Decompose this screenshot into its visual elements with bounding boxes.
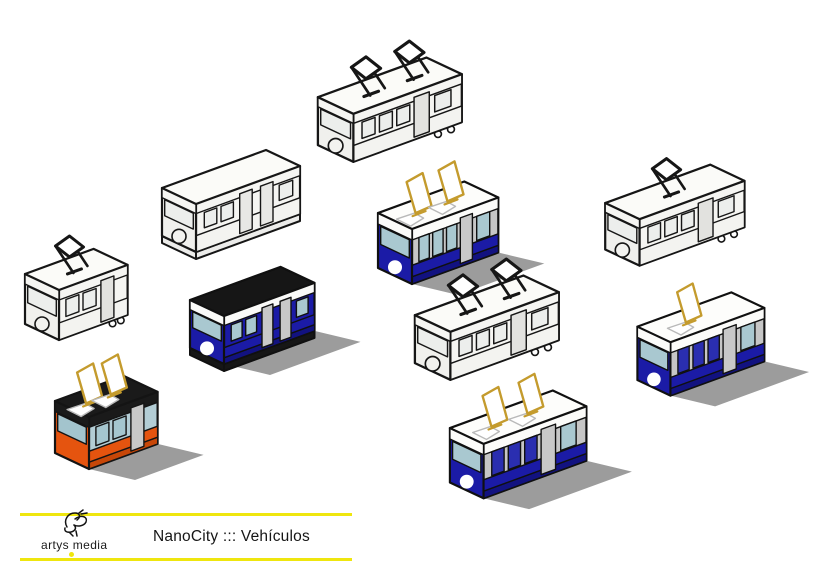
tram-white-two-pantographs-2: [393, 215, 612, 408]
footer-bottom-rule: [20, 558, 352, 561]
subway-car-blue: [169, 206, 379, 391]
tram-white-two-pantographs: [296, 0, 515, 190]
bird-doodle-icon: [64, 509, 88, 537]
tram-short-white-pantograph: [4, 182, 214, 367]
tram-white-single-pantograph: [584, 106, 796, 293]
tram-short-orange: [34, 311, 244, 496]
subway-car-white: [141, 94, 351, 279]
tram-blue-single-trolley-pole: [617, 242, 820, 422]
page-title: NanoCity ::: Vehículos: [153, 528, 310, 545]
footer: artys media NanoCity ::: Vehículos: [0, 505, 820, 575]
brand-name: artys media: [41, 538, 108, 552]
brand-accent-dot: [69, 552, 74, 557]
tram-blue-royal-two-trolley-poles: [429, 342, 637, 525]
footer-top-rule: [20, 513, 352, 516]
